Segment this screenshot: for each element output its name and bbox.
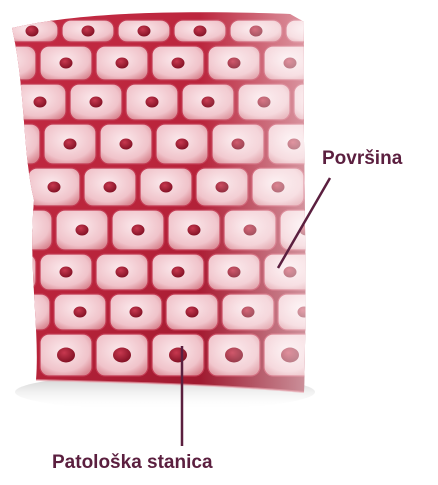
- tissue-cell: [0, 124, 40, 164]
- cell-nucleus: [130, 307, 143, 318]
- tissue-block: [0, 0, 394, 400]
- cell-nucleus: [74, 307, 87, 318]
- cell-nucleus: [188, 225, 201, 236]
- cell-nucleus: [160, 182, 173, 193]
- cell-nucleus: [176, 139, 189, 150]
- cell-nucleus: [328, 182, 341, 193]
- cell-nucleus: [1, 348, 19, 363]
- cell-nucleus: [362, 26, 375, 37]
- tissue-cell: [0, 84, 10, 120]
- cell-nucleus: [116, 58, 129, 69]
- cell-nucleus: [306, 26, 319, 37]
- tissue-cell: [320, 46, 372, 80]
- cell-nucleus: [138, 26, 151, 37]
- cell-nucleus: [18, 307, 31, 318]
- cell-nucleus: [60, 58, 73, 69]
- cell-nucleus: [34, 97, 47, 108]
- cell-nucleus: [113, 348, 131, 363]
- tissue-cell: [334, 294, 386, 330]
- cell-nucleus: [8, 139, 21, 150]
- cell-nucleus: [104, 182, 117, 193]
- cell-nucleus: [172, 58, 185, 69]
- cell-nucleus: [26, 26, 39, 37]
- cell-nucleus: [20, 225, 33, 236]
- cell-nucleus: [354, 307, 367, 318]
- tissue-cell: [320, 334, 372, 376]
- cell-nucleus: [340, 58, 353, 69]
- surface-label: Površina: [322, 148, 402, 170]
- cell-nucleus: [64, 139, 77, 150]
- tissue-cell: [0, 254, 36, 290]
- cell-nucleus: [60, 267, 73, 278]
- cell-nucleus: [356, 225, 369, 236]
- tissue-cell: [342, 20, 394, 42]
- tissue-right-fade: [200, 0, 310, 400]
- cell-nucleus: [76, 225, 89, 236]
- cell-nucleus: [314, 97, 327, 108]
- tissue-cell: [0, 46, 36, 80]
- tissue-cell: [0, 20, 2, 42]
- cell-nucleus: [57, 348, 75, 363]
- cell-nucleus: [172, 267, 185, 278]
- cell-nucleus: [186, 307, 199, 318]
- tissue-cell: [0, 294, 50, 330]
- cell-nucleus: [90, 97, 103, 108]
- tissue-cell: [336, 210, 388, 250]
- cell-nucleus: [340, 267, 353, 278]
- cell-nucleus: [4, 267, 17, 278]
- cell-nucleus: [120, 139, 133, 150]
- tissue-cell: [0, 168, 24, 206]
- cell-nucleus: [337, 348, 355, 363]
- cell-nucleus: [82, 26, 95, 37]
- tissue-cell: [0, 210, 52, 250]
- cell-nucleus: [169, 348, 187, 363]
- pathological-cell-label: Patološka stanica: [52, 452, 213, 474]
- cell-grid: [0, 20, 394, 376]
- tissue-cell: [320, 254, 372, 290]
- cell-nucleus: [116, 267, 129, 278]
- cell-nucleus: [0, 182, 5, 193]
- cell-nucleus: [4, 58, 17, 69]
- cell-nucleus: [48, 182, 61, 193]
- tissue-cell: [0, 334, 36, 376]
- cell-nucleus: [146, 97, 159, 108]
- cell-nucleus: [132, 225, 145, 236]
